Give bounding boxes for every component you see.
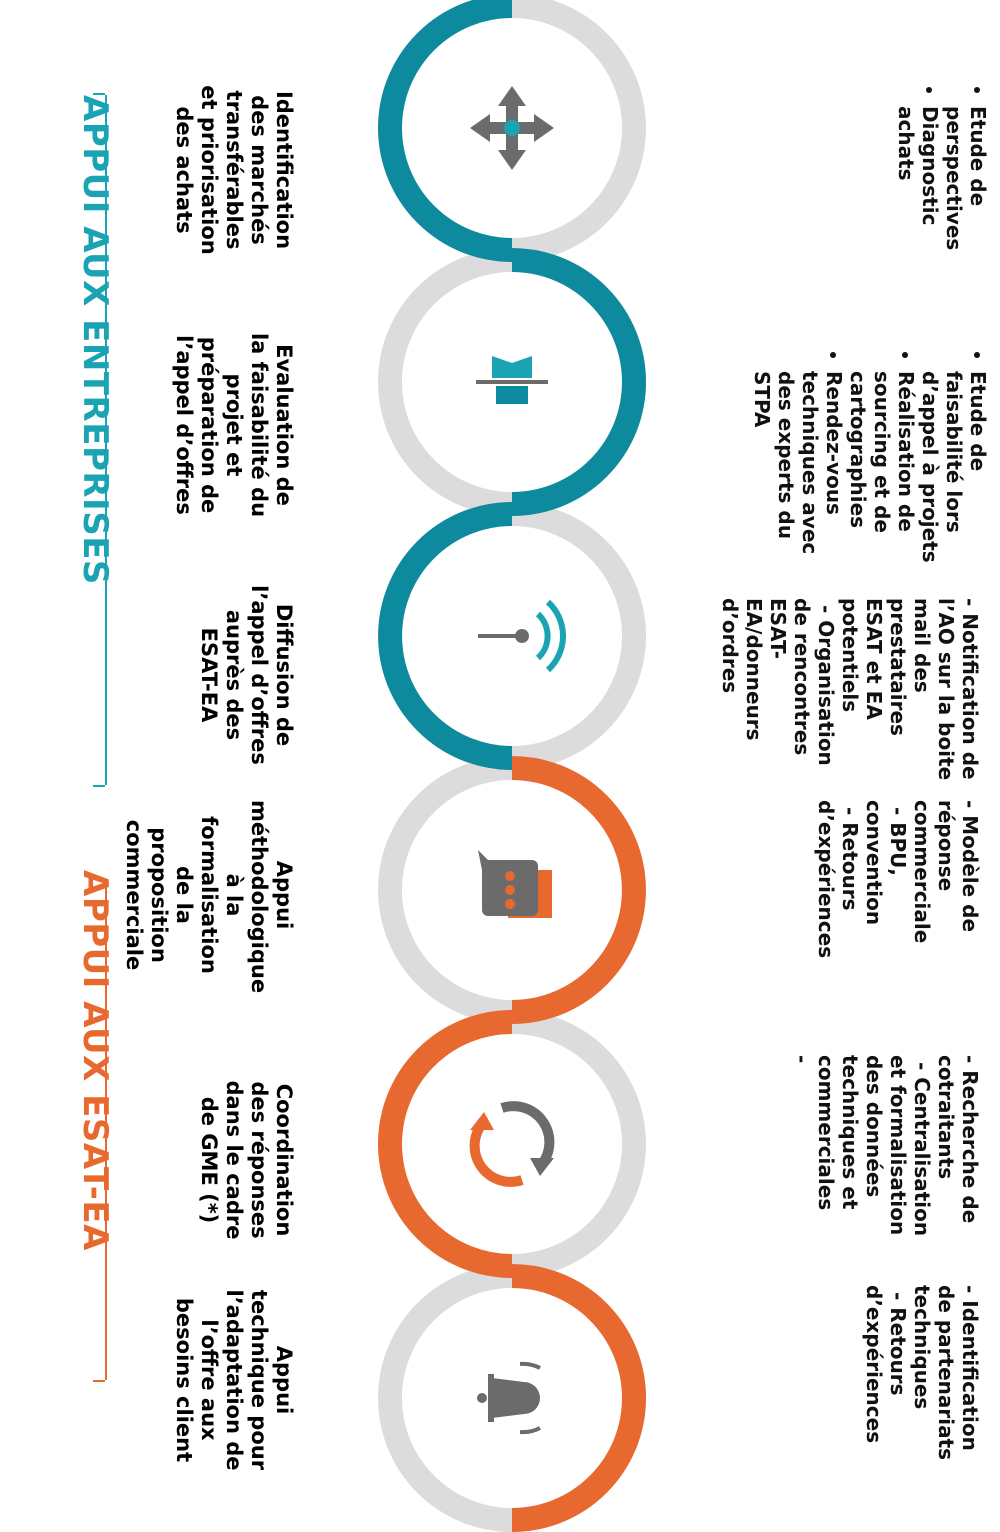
wave-arc-5 <box>378 1010 513 1278</box>
broadcast-icon <box>478 599 567 673</box>
stage-desc-2-item: Rendez-vous techniques avec des experts … <box>750 371 846 575</box>
stage-desc-6-line: - Retours d’expériences <box>862 1285 910 1444</box>
stage-desc-2: Etude de faisabilité lors d’appel à proj… <box>750 345 990 575</box>
wave-arc-6 <box>511 1264 646 1532</box>
stage-desc-3-line: - Organisation de rencontres ESAT-EA/don… <box>718 598 838 773</box>
stage-desc-5-line: - <box>790 1055 814 1064</box>
stage-desc-5-line: - Centralisation et formalisation des do… <box>814 1055 934 1244</box>
chat-bubble-icon <box>478 850 552 918</box>
stage-desc-4-line: - Retours d’expériences <box>814 800 862 959</box>
stage-desc-5-line: - Recherche de cotraitants <box>934 1055 982 1231</box>
stage-desc-4-line: - Modèle de réponse commerciale <box>910 800 982 944</box>
bell-icon <box>477 1361 541 1435</box>
stage-desc-1-item: Etude de perspectives <box>942 106 990 290</box>
wave-arc-2 <box>511 248 646 516</box>
stage-desc-3-line: - Notification de l’AO sur la boite mail… <box>838 598 982 788</box>
stage-desc-4-line: - BPU, convention <box>862 800 910 926</box>
wave-arc-1 <box>378 0 513 262</box>
stage-desc-2-item: Réalisation de sourcing et de cartograph… <box>846 371 918 575</box>
stage-desc-4: - Modèle de réponse commerciale - BPU, c… <box>814 800 982 990</box>
stage-desc-1-item: Diagnostic achats <box>894 106 942 290</box>
stage-desc-3: - Notification de l’AO sur la boite mail… <box>718 598 982 793</box>
wave-arc-3 <box>378 502 513 770</box>
stage-desc-1: Etude de perspectives Diagnostic achats <box>894 80 990 290</box>
balance-bookmark-icon <box>476 356 548 404</box>
stage-desc-5: - Recherche de cotraitants - Centralisat… <box>790 1055 982 1255</box>
stage-desc-2-item: Etude de faisabilité lors d’appel à proj… <box>918 371 990 575</box>
move-arrows-icon <box>470 86 554 170</box>
refresh-arrows-icon <box>469 1101 555 1187</box>
wave-arc-4 <box>511 756 646 1024</box>
stage-desc-6: - Identification de partenariats techniq… <box>862 1285 982 1485</box>
stage-desc-6-line: - Identification de partenariats techniq… <box>910 1285 982 1468</box>
